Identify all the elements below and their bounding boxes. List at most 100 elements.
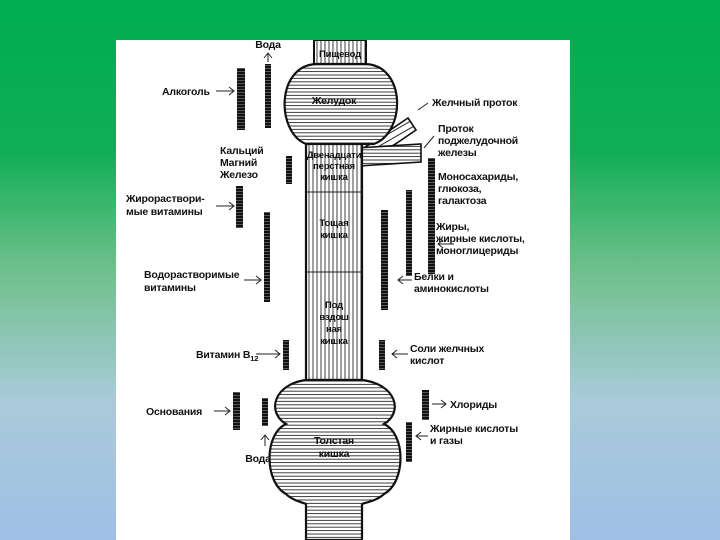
b12-zone bbox=[283, 340, 289, 370]
fats-zone-left bbox=[381, 210, 388, 310]
ileum-label-4: кишка bbox=[320, 336, 348, 347]
svg-text:перстная: перстная bbox=[313, 161, 355, 172]
water-soluble-label-1: Водорастворимые bbox=[144, 269, 240, 281]
svg-text:Водорастворимые: Водорастворимые bbox=[144, 269, 240, 281]
svg-text:Проток: Проток bbox=[438, 123, 475, 135]
bile-salts-zone bbox=[379, 340, 385, 370]
alcohol-zone bbox=[237, 68, 245, 130]
fats-label-1: Жиры, bbox=[435, 221, 470, 233]
svg-text:кишка: кишка bbox=[319, 448, 350, 460]
water-soluble-arrow bbox=[244, 276, 261, 284]
duodenum-label-3: кишка bbox=[320, 172, 348, 183]
duodenum-label-1: Двенадцати bbox=[307, 150, 362, 161]
fats-label-2: жирные кислоты, bbox=[435, 233, 525, 245]
svg-text:Моносахариды,: Моносахариды, bbox=[438, 171, 518, 183]
fat-soluble-arrow bbox=[216, 202, 234, 210]
bile-salts-arrow bbox=[392, 350, 408, 358]
svg-text:Магний: Магний bbox=[220, 157, 257, 169]
svg-text:Вода: Вода bbox=[255, 40, 281, 51]
jejunum-label-2: кишка bbox=[320, 230, 348, 241]
fat-soluble-zone bbox=[236, 186, 243, 228]
colon-label-1: Толстая bbox=[314, 435, 354, 447]
b12-subscript: 12 bbox=[250, 354, 258, 363]
ileum-label-2: вздош bbox=[319, 312, 349, 323]
pancreatic-duct-label-3: железы bbox=[437, 147, 477, 159]
b12-arrow bbox=[256, 350, 280, 358]
bile-duct-label: Желчный проток bbox=[431, 97, 518, 109]
svg-text:глюкоза,: глюкоза, bbox=[438, 183, 482, 195]
pancreatic-duct-arrow bbox=[424, 136, 434, 148]
monosaccharides-label-2: глюкоза, bbox=[438, 183, 482, 195]
b12-label: Витамин B bbox=[196, 349, 251, 361]
fat-soluble-label-2: мые витамины bbox=[126, 206, 203, 218]
svg-text:витамины: витамины bbox=[144, 282, 196, 294]
monosaccharides-zone bbox=[428, 158, 435, 208]
water-top-label: Вода bbox=[255, 40, 281, 51]
minerals-label-2: Магний bbox=[220, 157, 257, 169]
pancreatic-duct-label-1: Проток bbox=[438, 123, 475, 135]
svg-text:Вода: Вода bbox=[245, 453, 271, 465]
svg-text:Желудок: Желудок bbox=[311, 95, 357, 107]
svg-text:Кальций: Кальций bbox=[220, 145, 263, 157]
bile-duct-arrow bbox=[418, 103, 428, 110]
svg-text:Тощая: Тощая bbox=[320, 218, 349, 229]
diagram-figure: Пищевод Желудок Двенадцати перстная кишк… bbox=[116, 40, 570, 540]
bases-label: Основания bbox=[146, 406, 202, 418]
chlorides-zone bbox=[422, 390, 429, 420]
svg-text:Витамин B12: Витамин B12 bbox=[196, 349, 258, 363]
alcohol-label: Алкоголь bbox=[162, 86, 210, 98]
svg-text:кишка: кишка bbox=[320, 230, 348, 241]
svg-text:Жирные кислоты: Жирные кислоты bbox=[429, 423, 518, 435]
water-soluble-zone bbox=[264, 212, 270, 302]
water-top-zone bbox=[265, 64, 271, 128]
alcohol-arrow bbox=[216, 87, 234, 95]
svg-text:Жиры,: Жиры, bbox=[435, 221, 470, 233]
jejunum-label-1: Тощая bbox=[320, 218, 349, 229]
svg-text:Под: Под bbox=[325, 300, 343, 311]
svg-text:кислот: кислот bbox=[410, 355, 444, 367]
svg-text:Пищевод: Пищевод bbox=[319, 49, 361, 60]
fatty-acids-zone bbox=[406, 422, 412, 462]
water-top-arrow bbox=[264, 53, 272, 62]
chlorides-arrow bbox=[432, 400, 446, 408]
water-bottom-label: Вода bbox=[245, 453, 271, 465]
ileum-label-3: ная bbox=[326, 324, 342, 335]
bile-salts-label-1: Соли желчных bbox=[410, 343, 485, 355]
svg-text:галактоза: галактоза bbox=[438, 195, 487, 207]
svg-text:железы: железы bbox=[437, 147, 477, 159]
digestive-absorption-diagram: Пищевод Желудок Двенадцати перстная кишк… bbox=[116, 40, 570, 540]
bases-zone bbox=[233, 392, 240, 430]
colon-label-2: кишка bbox=[319, 448, 350, 460]
svg-text:Хлориды: Хлориды bbox=[450, 399, 497, 411]
water-bottom-zone bbox=[262, 398, 268, 426]
svg-text:Соли желчных: Соли желчных bbox=[410, 343, 485, 355]
svg-text:кишка: кишка bbox=[320, 336, 348, 347]
fats-zone bbox=[428, 208, 435, 274]
svg-text:моноглицериды: моноглицериды bbox=[436, 245, 518, 257]
svg-text:вздош: вздош bbox=[319, 312, 349, 323]
water-soluble-label-2: витамины bbox=[144, 282, 196, 294]
svg-text:Желчный проток: Желчный проток bbox=[431, 97, 518, 109]
fats-label-3: моноглицериды bbox=[436, 245, 518, 257]
proteins-zone bbox=[406, 190, 412, 276]
chlorides-label: Хлориды bbox=[450, 399, 497, 411]
svg-text:ная: ная bbox=[326, 324, 342, 335]
fatty-acids-gases-label-1: Жирные кислоты bbox=[429, 423, 518, 435]
pancreatic-duct-label-2: поджелудочной bbox=[438, 135, 518, 147]
svg-text:Основания: Основания bbox=[146, 406, 202, 418]
esophagus-label: Пищевод bbox=[319, 49, 361, 60]
fatty-acids-arrow bbox=[416, 432, 428, 440]
svg-text:поджелудочной: поджелудочной bbox=[438, 135, 518, 147]
proteins-label-1: Белки и bbox=[414, 271, 454, 283]
monosaccharides-label-3: галактоза bbox=[438, 195, 487, 207]
svg-text:Двенадцати: Двенадцати bbox=[307, 150, 362, 161]
svg-text:аминокислоты: аминокислоты bbox=[414, 283, 489, 295]
svg-text:Жирораствори-: Жирораствори- bbox=[125, 193, 205, 205]
pancreatic-duct-shape bbox=[356, 144, 421, 166]
proteins-arrow bbox=[398, 276, 412, 284]
svg-text:Белки и: Белки и bbox=[414, 271, 454, 283]
minerals-label-1: Кальций bbox=[220, 145, 263, 157]
bases-arrow bbox=[214, 407, 230, 415]
svg-text:Железо: Железо bbox=[219, 169, 258, 181]
proteins-label-2: аминокислоты bbox=[414, 283, 489, 295]
